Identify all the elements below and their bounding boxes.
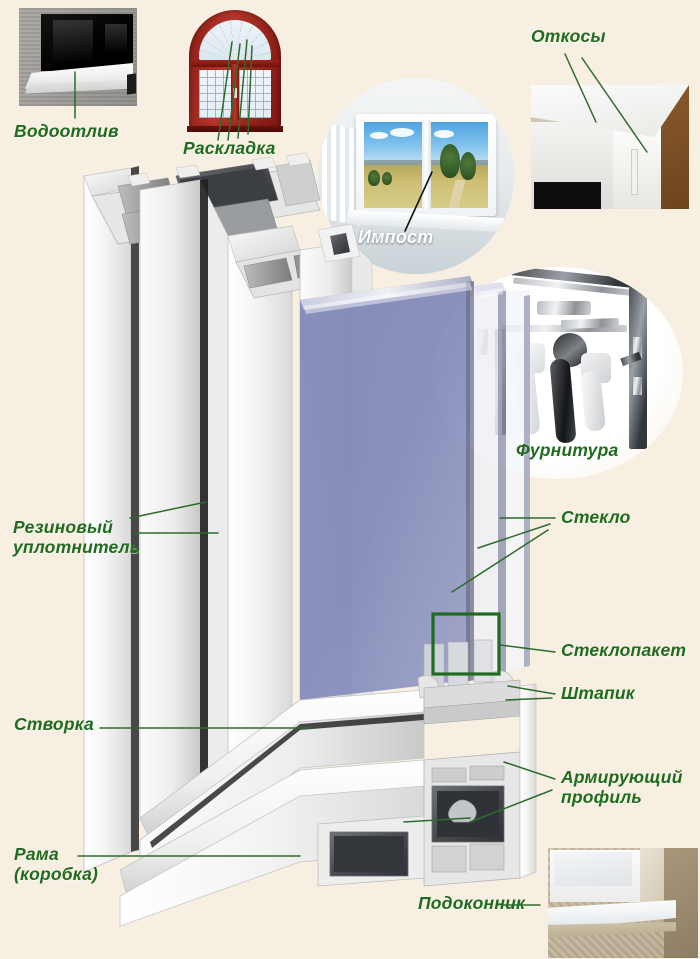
label-hardware: Фурнитура [516, 440, 619, 460]
photo-window-frame [356, 114, 496, 216]
photo-tree [460, 152, 476, 180]
photo-cloud [390, 128, 414, 137]
label-sash: Створка [14, 714, 94, 734]
photo-arch-right-pane [239, 70, 271, 118]
drip-cap-photo [19, 8, 137, 106]
label-mullion: Импост [358, 227, 434, 247]
photo-tree [440, 144, 460, 178]
photo-arch-handle [233, 88, 237, 98]
hardware-roller-cam [633, 337, 642, 359]
photo-glass [554, 852, 632, 886]
label-reinforcing-profile: Армирующий профиль [561, 767, 683, 807]
photo-arch-base [187, 126, 283, 132]
photo-reflection-2 [105, 24, 127, 54]
photo-window-opening [41, 14, 133, 71]
photo-arch-left-muntins [199, 70, 231, 118]
photo-cloud [370, 132, 388, 139]
photo-wall-fixture [630, 149, 638, 196]
label-muntins: Раскладка [183, 138, 276, 158]
photo-cloud [434, 130, 454, 138]
label-glazing-bead: Штапик [561, 683, 635, 703]
windowsill-photo [548, 848, 698, 958]
photo-window-dark [534, 181, 601, 209]
arched-window-photo [183, 8, 287, 135]
label-frame: Рама (коробка) [14, 844, 99, 884]
label-glass: Стекло [561, 507, 631, 527]
photo-mullion-bar [422, 120, 431, 210]
label-windowsill: Подоконник [418, 893, 526, 913]
label-glass-unit: Стеклопакет [561, 640, 687, 660]
slopes-photo [531, 85, 689, 209]
label-drip-cap: Водоотлив [14, 121, 119, 141]
photo-drip-cap-end [127, 73, 136, 95]
photo-tree [382, 172, 392, 185]
photo-arch-left-pane [199, 70, 231, 118]
hardware-right-locking-bar [629, 283, 647, 449]
photo-reflection [53, 20, 93, 64]
hardware-handle-lever-black [549, 358, 577, 444]
photo-right-view [430, 122, 488, 208]
photo-left-view [364, 122, 422, 208]
label-rubber-seal: Резиновый уплотнитель [13, 517, 141, 557]
hardware-handle-lever-white [513, 362, 541, 436]
label-slopes: Откосы [531, 26, 606, 46]
photo-tree [368, 170, 380, 186]
hardware-left-bar [495, 329, 506, 435]
hardware-roller-cam-2 [633, 377, 642, 395]
hardware-keeper [477, 329, 488, 355]
photo-arch-right-muntins [239, 70, 271, 118]
hardware-striker-plate [537, 301, 591, 315]
